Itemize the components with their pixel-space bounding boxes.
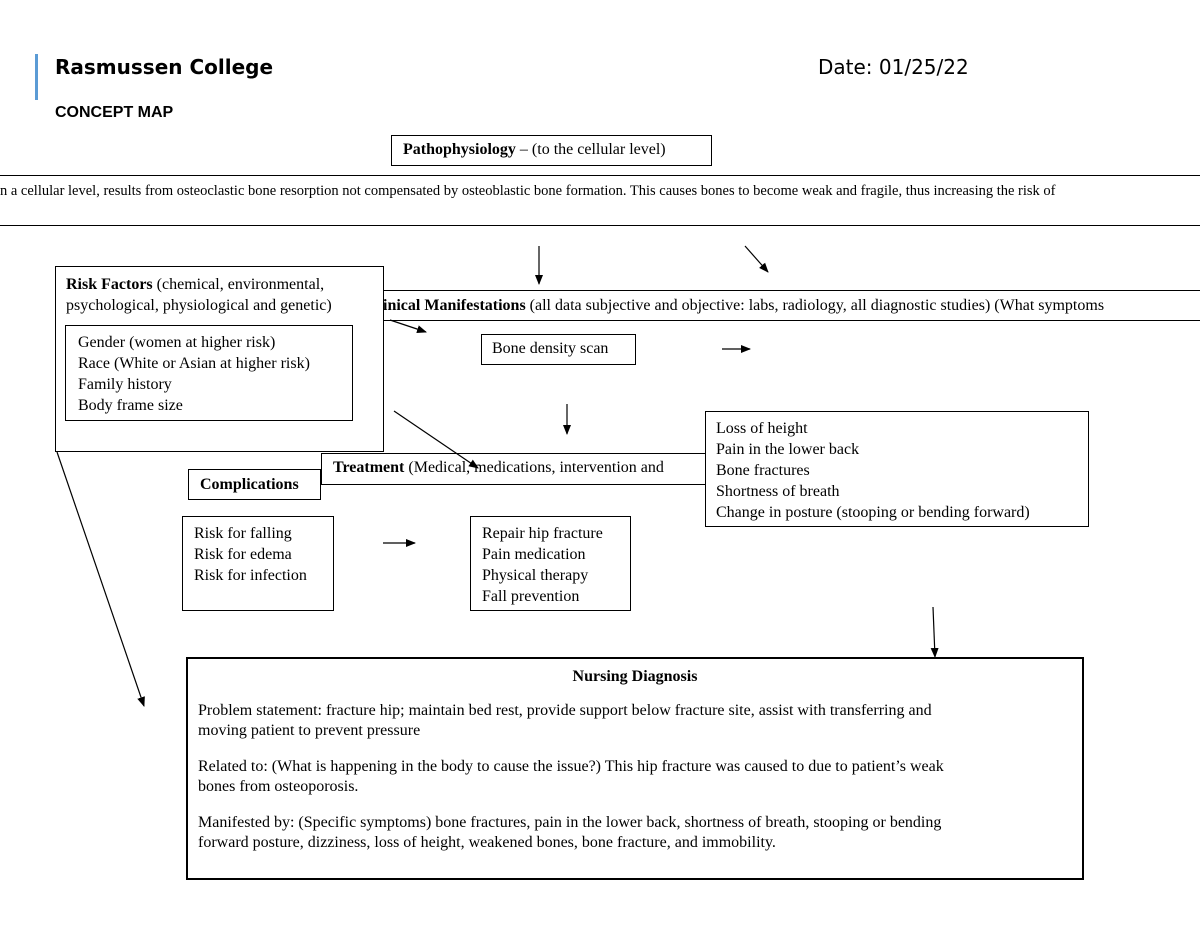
complications-title-box: Complications xyxy=(188,469,321,500)
list-item: Shortness of breath xyxy=(716,483,840,500)
list-item: Pain in the lower back xyxy=(716,441,860,458)
document-title: CONCEPT MAP xyxy=(55,104,174,121)
arrow-risk-to-diagnosis xyxy=(56,451,145,707)
arrow-patho-diagonal xyxy=(744,245,769,273)
list-item: Bone fractures xyxy=(716,462,810,479)
pathophysiology-title-box: Pathophysiology – (to the cellular level… xyxy=(391,135,712,166)
treatment-subtitle: (Medical, medications, intervention and xyxy=(404,459,664,476)
nursing-diagnosis-box: Nursing Diagnosis Problem statement: fra… xyxy=(186,657,1084,880)
list-item: Change in posture (stooping or bending f… xyxy=(716,504,1030,521)
treatment-list: Repair hip fracture Pain medication Phys… xyxy=(470,516,631,611)
pathophysiology-title: Pathophysiology xyxy=(403,141,516,158)
related-to: Related to: (What is happening in the bo… xyxy=(198,758,944,795)
list-item: Gender (women at higher risk) xyxy=(78,334,276,351)
list-item: Repair hip fracture xyxy=(482,525,603,542)
bone-density-label: Bone density scan xyxy=(492,340,609,357)
problem-statement: Problem statement: fracture hip; maintai… xyxy=(198,702,932,739)
clinical-manifestations-subtitle: (all data subjective and objective: labs… xyxy=(525,297,1105,314)
document-date: Date: 01/25/22 xyxy=(818,55,969,79)
clinical-manifestations-title: inical Manifestations xyxy=(383,297,526,314)
pathophysiology-text: n a cellular level, results from osteocl… xyxy=(0,183,1056,199)
list-item: Body frame size xyxy=(78,397,183,414)
treatment-box: Treatment (Medical, medications, interve… xyxy=(321,453,721,485)
list-item: Fall prevention xyxy=(482,588,580,605)
list-item: Risk for infection xyxy=(194,567,307,584)
pathophysiology-subtitle: – (to the cellular level) xyxy=(515,141,666,158)
nursing-diagnosis-title: Nursing Diagnosis xyxy=(572,668,698,685)
complications-list: Risk for falling Risk for edema Risk for… xyxy=(182,516,334,611)
risk-factors-subtitle-1: (chemical, environmental, xyxy=(152,276,325,293)
complications-title: Complications xyxy=(200,476,299,493)
manifested-by: Manifested by: (Specific symptoms) bone … xyxy=(198,814,942,851)
clinical-manifestations-box: inical Manifestations (all data subjecti… xyxy=(340,290,1200,321)
risk-factors-title: Risk Factors xyxy=(66,276,153,293)
list-item: Race (White or Asian at higher risk) xyxy=(78,355,310,372)
arrow-risk-to-clinical xyxy=(389,319,427,333)
list-item: Risk for edema xyxy=(194,546,292,563)
pathophysiology-bottom-rule xyxy=(0,225,1200,226)
list-item: Physical therapy xyxy=(482,567,589,584)
risk-factors-subtitle-2: psychological, physiological and genetic… xyxy=(66,297,332,314)
symptoms-list: Loss of height Pain in the lower back Bo… xyxy=(705,411,1089,527)
list-item: Loss of height xyxy=(716,420,808,437)
bone-density-box: Bone density scan xyxy=(481,334,636,365)
treatment-title: Treatment xyxy=(333,459,405,476)
list-item: Pain medication xyxy=(482,546,586,563)
header-accent-bar xyxy=(35,54,38,100)
list-item: Risk for falling xyxy=(194,525,292,542)
risk-factors-list: Gender (women at higher risk) Race (Whit… xyxy=(65,325,353,421)
list-item: Family history xyxy=(78,376,172,393)
college-name: Rasmussen College xyxy=(55,55,274,79)
pathophysiology-top-rule xyxy=(0,175,1200,176)
arrow-symptoms-to-diagnosis xyxy=(930,606,939,658)
